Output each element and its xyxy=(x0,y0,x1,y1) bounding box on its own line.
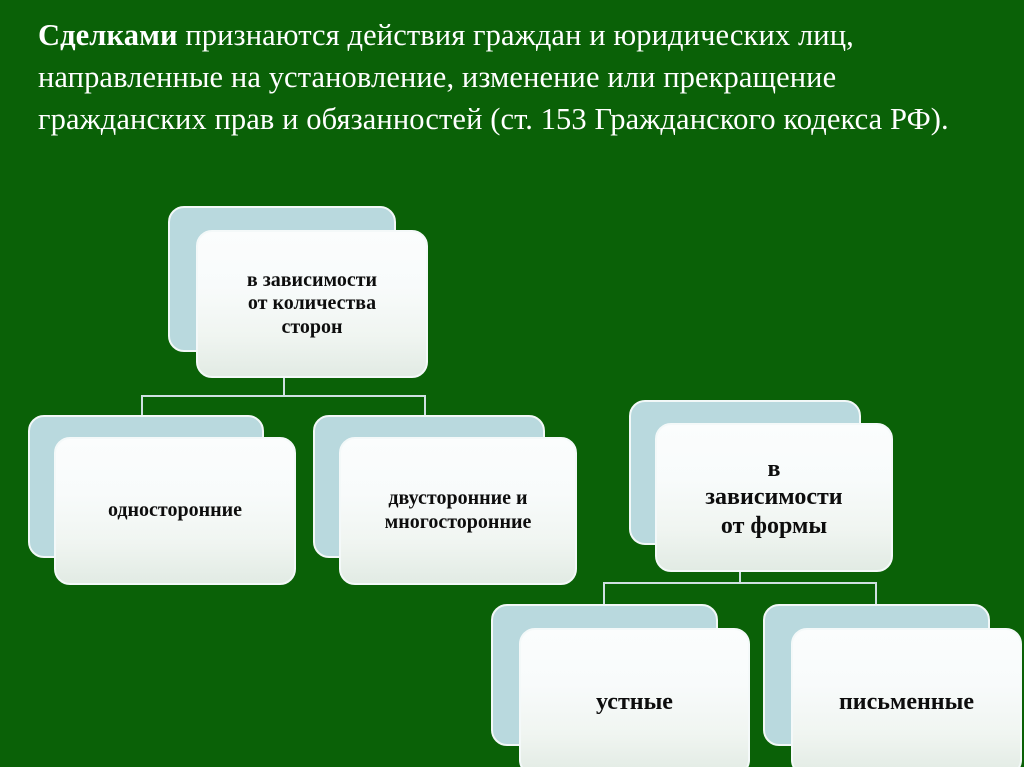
node-form-criterion[interactable]: в зависимости от формы xyxy=(629,400,893,572)
node-bilateral-multilateral[interactable]: двусторонние и многосторонние xyxy=(313,415,577,585)
node-unilateral[interactable]: односторонние xyxy=(28,415,296,585)
connector-drop-oral xyxy=(603,582,605,607)
node-written[interactable]: письменные xyxy=(763,604,1022,767)
node-front-panel: устные xyxy=(519,628,750,767)
connector-bus-form xyxy=(603,582,876,584)
headline-emphasis: Сделками xyxy=(38,18,178,52)
connector-bus-count xyxy=(141,395,426,397)
node-count-criterion[interactable]: в зависимости от количества сторон xyxy=(168,206,428,378)
connector-stem-count xyxy=(283,375,285,397)
connector-drop-unilateral xyxy=(141,395,143,420)
node-oral[interactable]: устные xyxy=(491,604,750,767)
node-front-panel: в зависимости от формы xyxy=(655,423,893,572)
node-label: двусторонние и многосторонние xyxy=(384,487,532,533)
connector-stem-form xyxy=(739,562,741,584)
connector-drop-written xyxy=(875,582,877,607)
node-front-panel: двусторонние и многосторонние xyxy=(339,437,577,585)
page-title: Сделками признаются действия граждан и ю… xyxy=(38,14,990,140)
node-front-panel: в зависимости от количества сторон xyxy=(196,230,428,378)
node-label: устные xyxy=(596,688,673,715)
node-label: в зависимости от формы xyxy=(705,456,843,539)
connector-drop-bilateral xyxy=(424,395,426,420)
node-label: письменные xyxy=(838,688,975,715)
node-front-panel: односторонние xyxy=(54,437,296,585)
node-label: односторонние xyxy=(107,499,243,522)
node-front-panel: письменные xyxy=(791,628,1022,767)
headline-rest: признаются действия граждан и юридически… xyxy=(38,18,949,136)
node-label: в зависимости от количества сторон xyxy=(246,268,378,338)
